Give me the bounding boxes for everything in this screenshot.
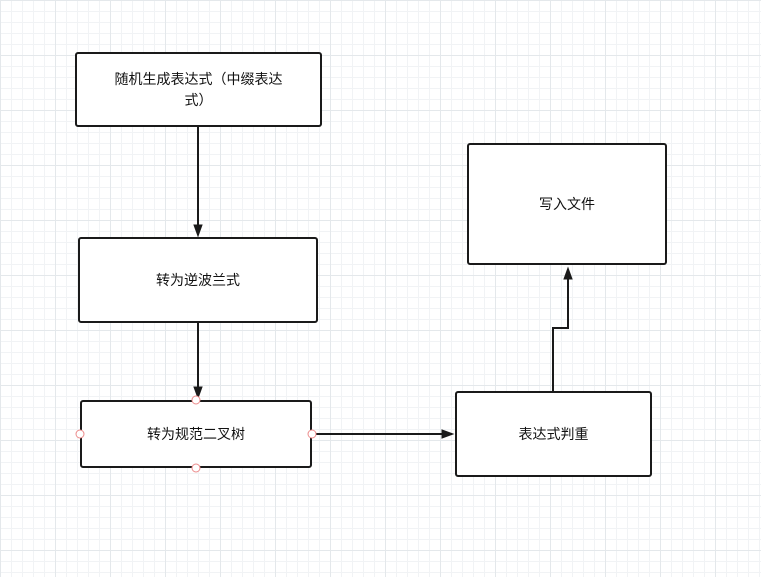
node-write-to-file[interactable]: 写入文件 <box>467 143 667 265</box>
node-to-canonical-binary-tree[interactable]: 转为规范二叉树 <box>80 400 312 468</box>
node-generate-expression[interactable]: 随机生成表达式（中缀表达式） <box>75 52 322 127</box>
node-generate-expression-label: 随机生成表达式（中缀表达式） <box>114 71 283 108</box>
node-expression-dedup-label: 表达式判重 <box>518 425 589 442</box>
connection-handle-left[interactable] <box>75 429 85 439</box>
edge-dedup-to-write[interactable] <box>552 266 573 391</box>
node-to-rpn[interactable]: 转为逆波兰式 <box>78 237 318 323</box>
node-expression-dedup[interactable]: 表达式判重 <box>455 391 652 477</box>
node-write-to-file-label: 写入文件 <box>539 195 595 212</box>
connection-handle-right[interactable] <box>307 429 317 439</box>
connection-handle-bottom[interactable] <box>191 463 201 473</box>
connection-handle-top[interactable] <box>191 395 201 405</box>
node-to-canonical-binary-tree-label: 转为规范二叉树 <box>147 425 245 442</box>
node-to-rpn-label: 转为逆波兰式 <box>156 271 240 288</box>
